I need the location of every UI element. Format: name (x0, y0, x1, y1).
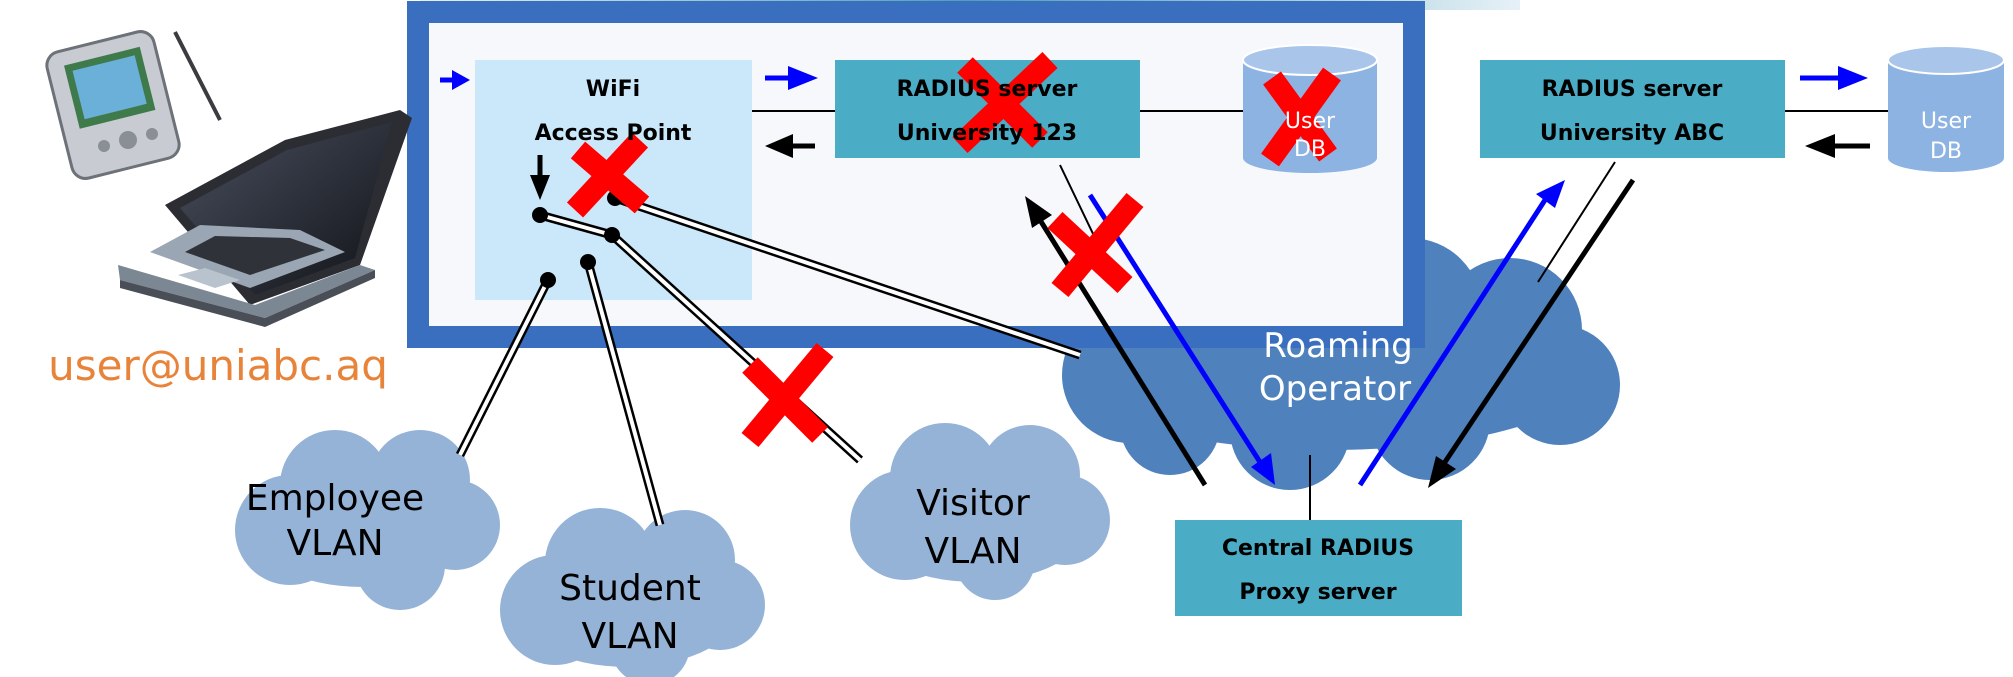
roaming-operator-label-line1: Roaming (1263, 326, 1412, 366)
pda-icon (45, 30, 222, 180)
user-db-abc-cylinder (1887, 45, 2005, 172)
visitor-vlan-label-line2: VLAN (924, 531, 1021, 572)
student-vlan-cloud (500, 508, 765, 677)
central-proxy-label-line2: Proxy server (1239, 580, 1396, 605)
user-db-abc-label-line1: User (1921, 109, 1972, 134)
laptop-icon (118, 110, 412, 327)
radius-123-label-line1: RADIUS server (897, 77, 1078, 102)
employee-vlan-label-line1: Employee (246, 478, 424, 519)
radius-abc-label-line2: University ABC (1540, 121, 1724, 146)
vlan-trunk-lines (455, 193, 1082, 527)
employee-vlan-cloud (235, 430, 500, 610)
radius-123-label-line2: University 123 (897, 121, 1077, 146)
user-db-123-label-line1: User (1285, 109, 1336, 134)
user-identity-label: user@uniabc.aq (48, 341, 388, 390)
access-point-label-line1: WiFi (586, 77, 640, 102)
student-vlan-label-line2: VLAN (581, 616, 678, 657)
visitor-vlan-cloud (850, 423, 1110, 600)
failed-path-crosses (566, 52, 1341, 448)
student-vlan-label-line1: Student (559, 568, 701, 609)
central-radius-proxy-box (1175, 520, 1462, 616)
roaming-operator-label-line2: Operator (1259, 369, 1411, 409)
connection-lines (752, 110, 1888, 520)
ap-switch-contacts (532, 190, 623, 288)
access-point-label-line2: Access Point (535, 121, 692, 146)
radius-abc-label-line1: RADIUS server (1542, 77, 1723, 102)
cross-access-point (566, 132, 650, 218)
user-db-abc-label-line2: DB (1930, 139, 1962, 164)
blue-request-arrows (440, 66, 1868, 487)
visitor-vlan-label-line1: Visitor (916, 483, 1030, 524)
cross-uplink (1047, 192, 1144, 298)
radius-server-abc-box (1480, 60, 1785, 158)
central-proxy-label-line1: Central RADIUS (1222, 536, 1414, 561)
cross-radius-123 (952, 52, 1058, 153)
cross-user-db-123 (1261, 67, 1341, 167)
cross-visitor-trunk (741, 342, 834, 448)
employee-vlan-label-line2: VLAN (286, 523, 383, 564)
user-db-123-label-line2: DB (1294, 137, 1326, 162)
